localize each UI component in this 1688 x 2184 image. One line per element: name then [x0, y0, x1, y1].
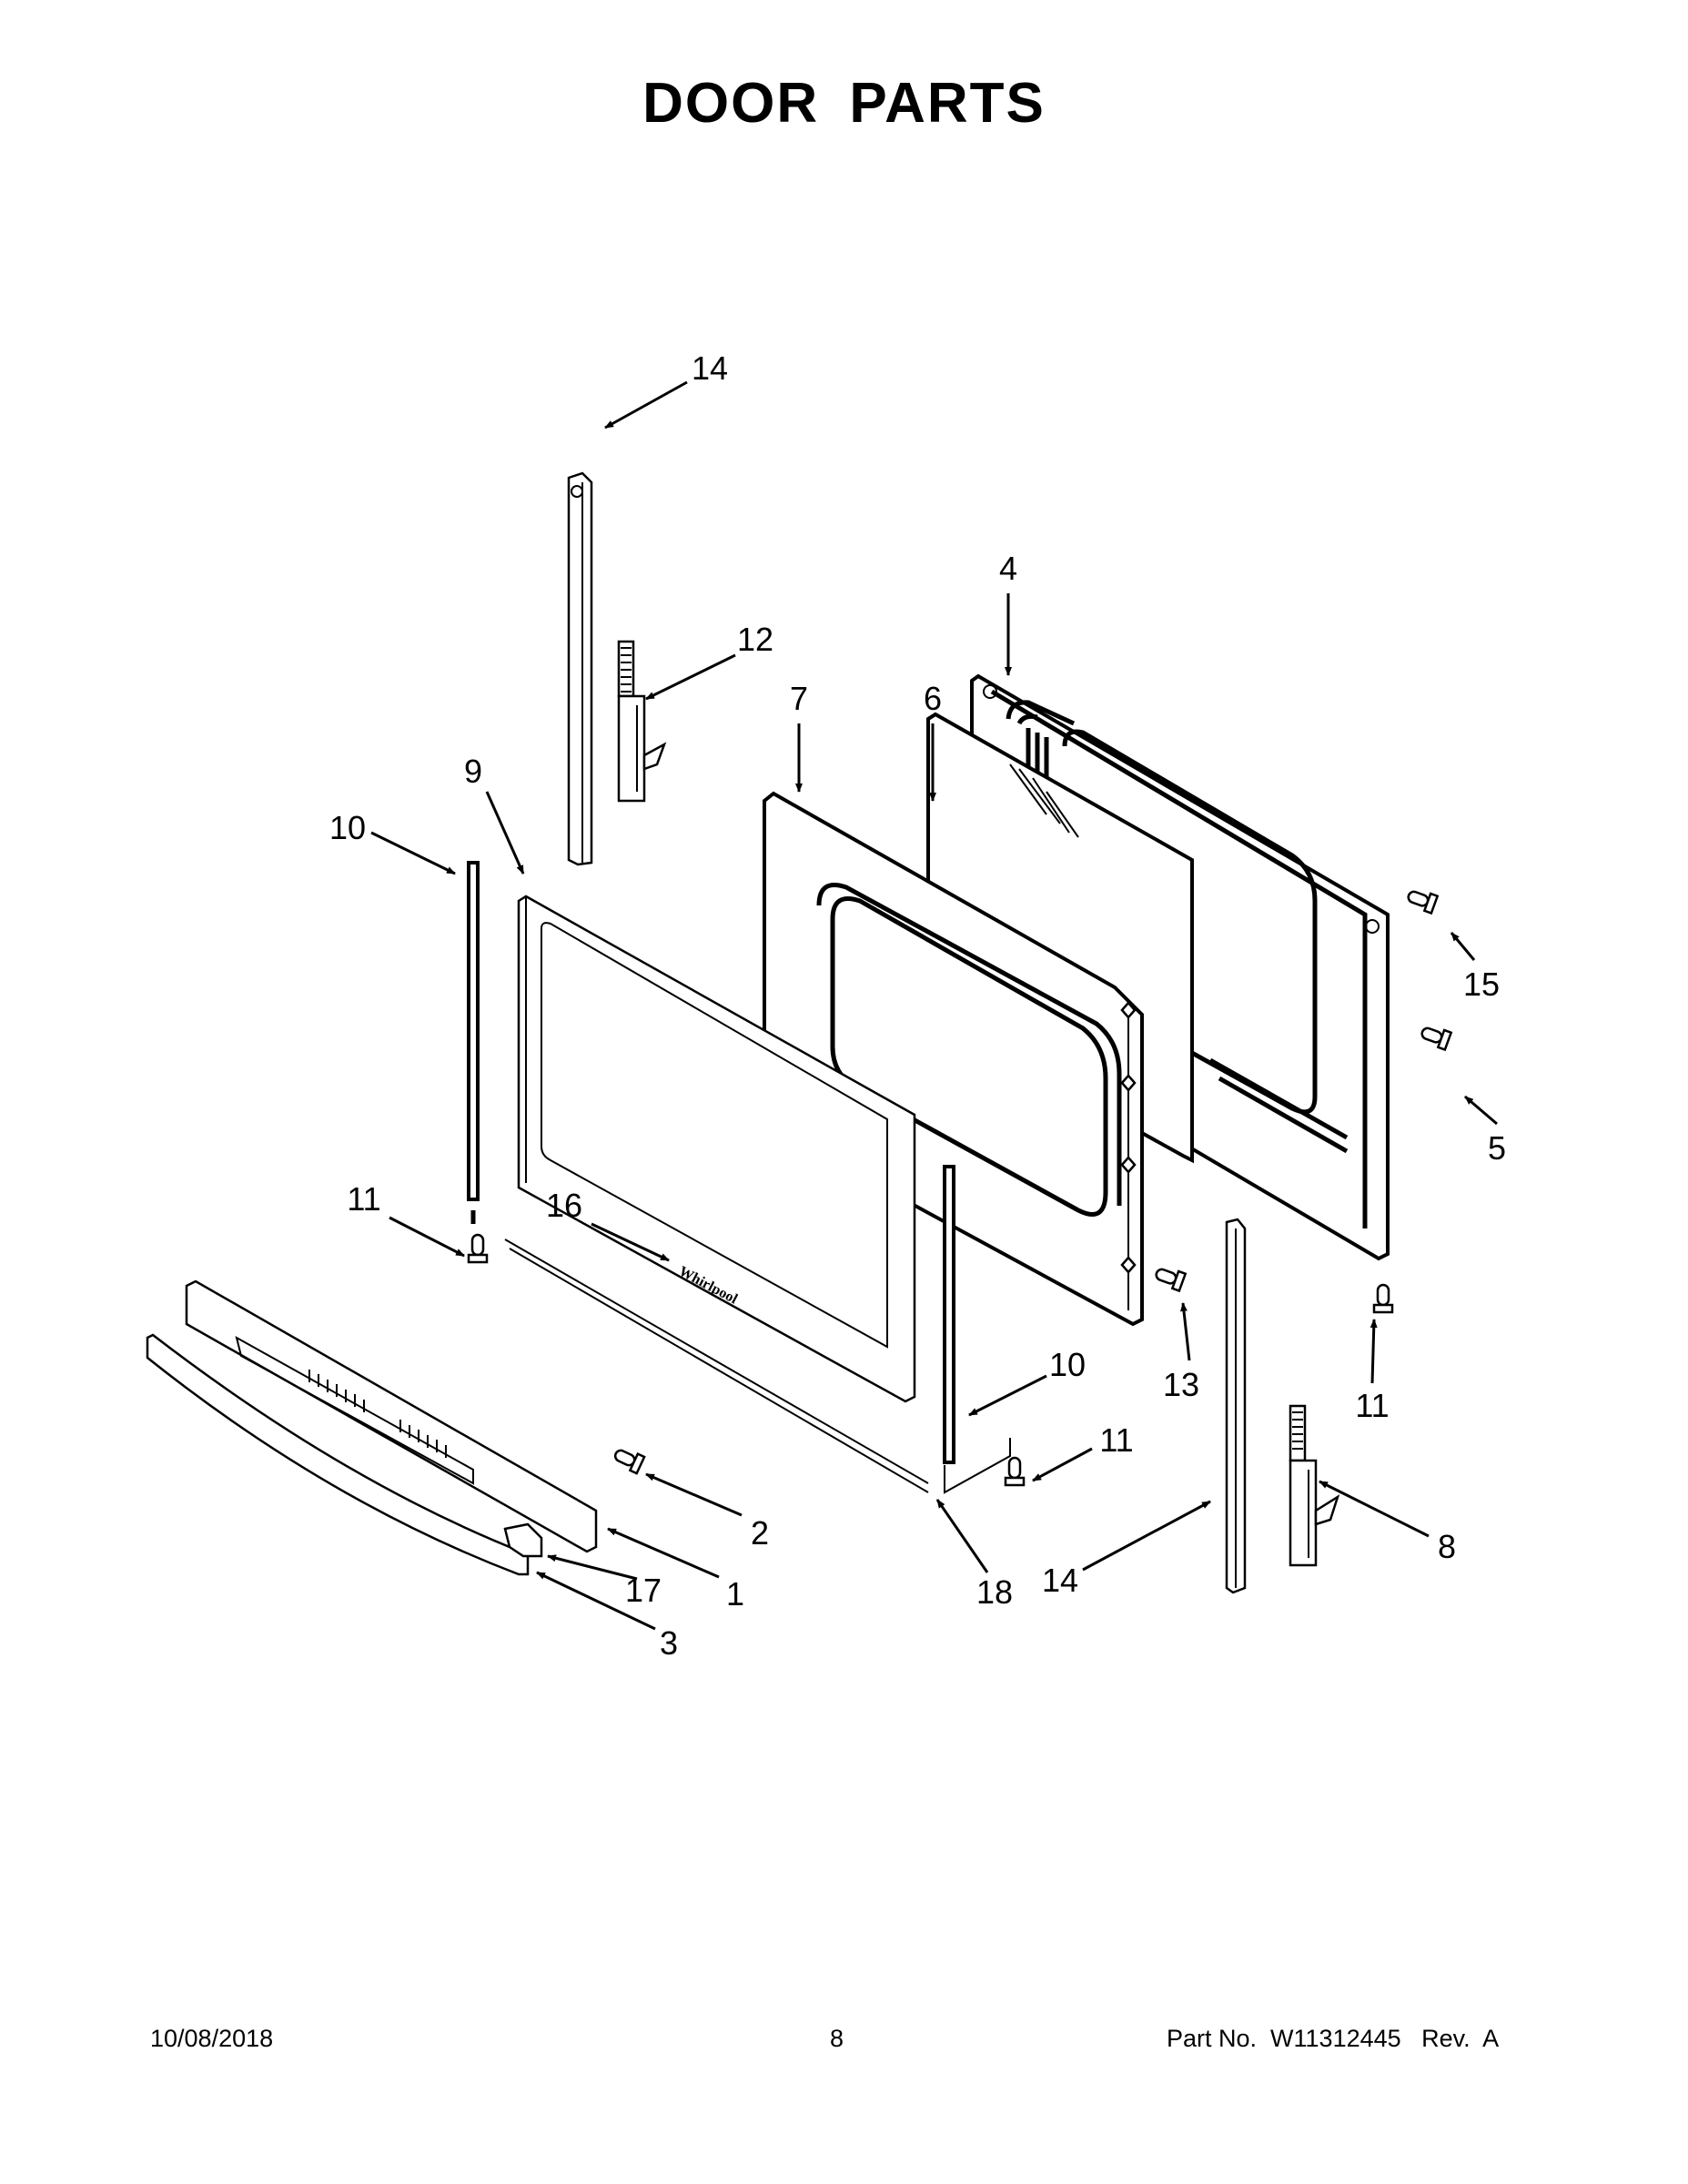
callout-5: 5 — [1487, 1129, 1507, 1167]
door-trim-right-part — [943, 1165, 1011, 1494]
callout-9: 9 — [463, 753, 483, 790]
screws — [467, 890, 1453, 1487]
page-title: DOOR PARTS — [642, 72, 1046, 135]
callout-16: 16 — [545, 1187, 583, 1224]
callout-11-left: 11 — [347, 1180, 381, 1218]
door-handle-part — [146, 1333, 530, 1576]
bottom-trim-part — [504, 1239, 929, 1493]
handle-end-cap-part — [503, 1522, 543, 1558]
door-trim-left-part — [467, 861, 480, 1224]
leader-lines — [370, 380, 1498, 1631]
callout-14-top: 14 — [691, 349, 729, 387]
callout-14-bottom: 14 — [1041, 1562, 1079, 1599]
callout-17: 17 — [624, 1572, 662, 1609]
callout-15: 15 — [1462, 966, 1501, 1003]
callout-1: 1 — [725, 1575, 745, 1613]
vent-trim-part — [185, 1279, 598, 1553]
callout-18: 18 — [975, 1573, 1014, 1611]
callout-7: 7 — [789, 680, 809, 717]
footer-date: 10/08/2018 — [150, 2025, 274, 2052]
callout-3: 3 — [659, 1624, 679, 1662]
footer-part-number: Part No. W11312445 Rev. A — [1167, 2025, 1500, 2052]
callout-8: 8 — [1437, 1528, 1457, 1565]
callout-13: 13 — [1162, 1366, 1200, 1403]
footer-page-number: 8 — [830, 2025, 844, 2052]
hinge-right-part — [1289, 1404, 1340, 1567]
callout-12: 12 — [736, 621, 774, 658]
hinge-channel-top-part — [567, 471, 593, 866]
callout-11-right: 11 — [1355, 1387, 1390, 1424]
hinge-channel-bottom-part — [1225, 1218, 1247, 1594]
callout-11-mid: 11 — [1099, 1421, 1134, 1459]
callout-10-right: 10 — [1048, 1346, 1087, 1383]
callout-10-left: 10 — [329, 809, 367, 846]
callout-6: 6 — [923, 680, 943, 717]
callout-2: 2 — [750, 1514, 770, 1552]
hinge-left-part — [617, 640, 667, 803]
callout-4: 4 — [998, 550, 1018, 587]
